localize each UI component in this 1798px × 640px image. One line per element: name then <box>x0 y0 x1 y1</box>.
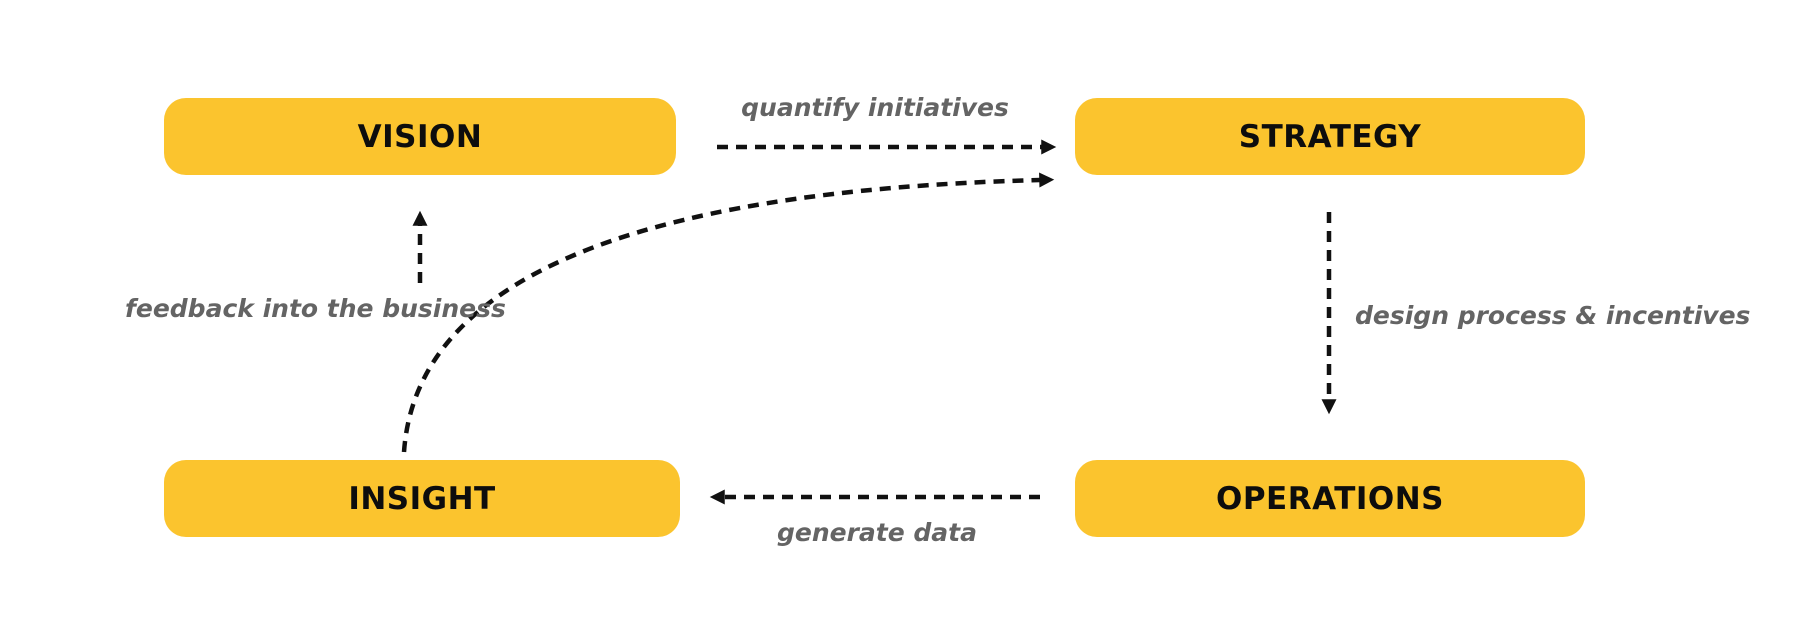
edge-label-quantify-initiatives: quantify initiatives <box>741 93 1009 122</box>
arrow-insight-to-strategy <box>401 172 1055 453</box>
node-vision-label: VISION <box>357 118 483 155</box>
edge-label-feedback-into-the-business: feedback into the business <box>125 294 506 323</box>
node-strategy-label: STRATEGY <box>1238 118 1422 155</box>
node-insight-label: INSIGHT <box>348 480 496 517</box>
node-strategy: STRATEGY <box>1075 98 1585 175</box>
edge-label-generate-data: generate data <box>777 518 977 547</box>
node-operations-label: OPERATIONS <box>1215 480 1444 517</box>
node-vision: VISION <box>164 98 676 175</box>
node-operations: OPERATIONS <box>1075 460 1585 537</box>
edge-label-design-process-incentives: design process & incentives <box>1355 301 1751 330</box>
node-insight: INSIGHT <box>164 460 680 537</box>
